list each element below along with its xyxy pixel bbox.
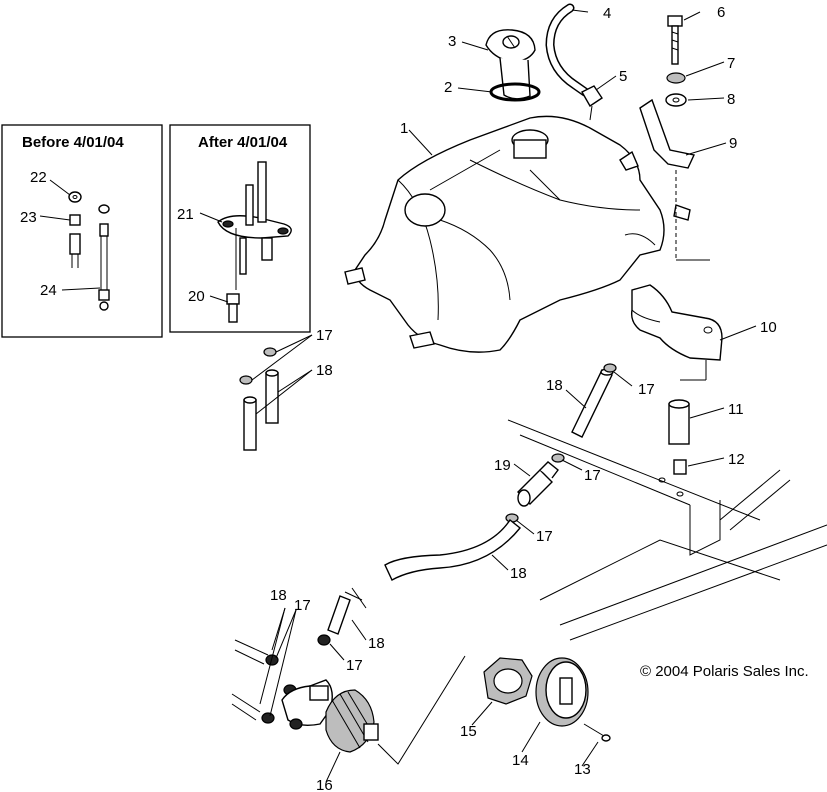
callout-3: 3 [448, 33, 456, 50]
callout-10: 10 [760, 319, 777, 336]
part-19-fuel-filter [517, 461, 559, 507]
callout-5: 5 [619, 68, 627, 85]
part-3-fuel-cap [485, 29, 536, 100]
part-1-fuel-tank [344, 115, 691, 353]
callout-9: 9 [729, 135, 737, 152]
part-18-hose-center [571, 368, 614, 438]
callout-6: 6 [717, 4, 725, 21]
part-8-washer [665, 93, 687, 107]
callout-17-filter-top: 17 [584, 467, 601, 484]
callout-2: 2 [444, 79, 452, 96]
callout-14: 14 [512, 752, 529, 769]
inset-before-title: Before 4/01/04 [22, 134, 124, 151]
part-17-clamp-filter-top [551, 453, 565, 463]
callout-22: 22 [30, 169, 47, 186]
callout-11: 11 [728, 401, 744, 418]
part-12-bushing [673, 459, 687, 475]
part-20-screw [226, 293, 240, 323]
pump-wire [377, 655, 466, 765]
callout-8: 8 [727, 91, 735, 108]
part-4-vent-hose [545, 3, 590, 97]
part-21-petcock [217, 161, 292, 290]
callout-4: 4 [603, 5, 611, 22]
callout-18-lower: 18 [510, 565, 527, 582]
callout-17-left: 17 [316, 327, 333, 344]
part-18-hose-pump-pair [231, 639, 269, 721]
inset-before: Before 4/01/04 [1, 124, 163, 338]
part-7-nut [666, 72, 686, 84]
part-16-fuel-pump [281, 679, 379, 753]
callout-17-filter-bottom: 17 [536, 528, 553, 545]
part-13-screw [583, 723, 611, 742]
part-22-washer [68, 191, 82, 203]
callout-7: 7 [727, 55, 735, 72]
callout-18-pump-upper: 18 [368, 635, 385, 652]
callout-13: 13 [574, 761, 591, 778]
part-17-clamp-pump-upper [317, 634, 331, 646]
inset-after-title: After 4/01/04 [198, 134, 288, 151]
part-18-hose-left-pair [243, 369, 279, 451]
part-17-clamp-center [603, 363, 617, 373]
callout-23: 23 [20, 209, 37, 226]
leader-lines [39, 9, 757, 783]
callout-17-center: 17 [638, 381, 655, 398]
callout-16: 16 [316, 777, 333, 792]
callout-18-pump: 18 [270, 587, 287, 604]
callout-24: 24 [40, 282, 57, 299]
part-15-lock-ring [483, 657, 533, 705]
part-9-bracket [639, 98, 696, 169]
callout-1: 1 [400, 120, 408, 137]
part-23-tube [69, 214, 81, 268]
part-10-pad [630, 284, 723, 361]
frame [507, 419, 827, 641]
callout-15: 15 [460, 723, 477, 740]
callout-18-left: 18 [316, 362, 333, 379]
inset-after: After 4/01/04 [169, 124, 311, 333]
part-17-clamps-left [239, 347, 277, 385]
callout-18-center: 18 [546, 377, 563, 394]
part-5-vent-fitting [581, 85, 603, 121]
callout-21: 21 [177, 206, 194, 223]
callout-20: 20 [188, 288, 205, 305]
part-24-fitting [98, 204, 110, 311]
part-17-clamps-pump [261, 654, 297, 724]
callout-17-pump: 17 [294, 597, 311, 614]
callout-12: 12 [728, 451, 745, 468]
callout-17-pump-upper: 17 [346, 657, 363, 674]
part-11-spacer [668, 399, 690, 445]
part-18-hose-pump-upper [327, 587, 367, 635]
callout-19: 19 [494, 457, 511, 474]
part-6-bolt [667, 15, 683, 65]
copyright-notice: © 2004 Polaris Sales Inc. [640, 663, 809, 680]
callouts: 1 2 3 4 5 6 7 8 9 10 11 12 13 14 15 16 1… [20, 4, 777, 792]
part-18-hose-lower [384, 518, 521, 581]
part-14-pump-cover [535, 657, 589, 727]
